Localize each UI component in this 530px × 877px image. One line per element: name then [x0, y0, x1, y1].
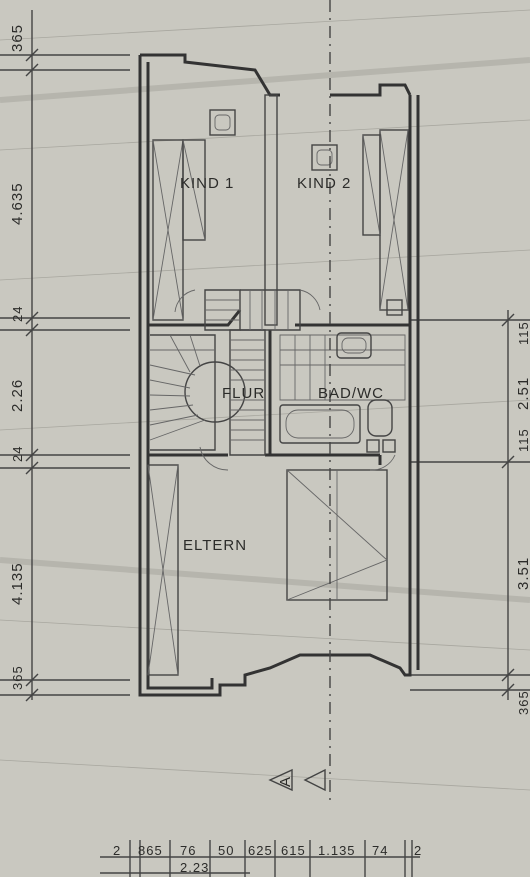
exterior-walls — [138, 53, 420, 697]
right-dimension-chain: 115 2.51 115 3.51 365 — [410, 310, 530, 715]
dim-right-4: 3.51 — [515, 557, 530, 590]
room-kind2: KIND 2 — [297, 175, 351, 192]
dim-left-1: 365 — [9, 24, 26, 52]
section-marker: A — [277, 776, 294, 787]
dim-bottom-4: 50 — [218, 843, 234, 858]
room-labels: KIND 1 KIND 2 FLUR BAD/WC ELTERN — [180, 175, 384, 554]
dim-left-7: 365 — [10, 665, 25, 690]
section-line: A — [268, 0, 331, 800]
bathroom-fixtures — [279, 332, 406, 444]
staircase — [149, 289, 301, 456]
room-kind1: KIND 1 — [180, 175, 234, 192]
left-dimension-chain: 365 4.635 24 2.26 24 4.135 365 — [0, 10, 130, 702]
dim-bottom-5: 625 — [248, 843, 273, 858]
dim-left-3: 24 — [10, 306, 25, 322]
dim-right-1: 115 — [516, 321, 530, 345]
room-eltern: ELTERN — [183, 537, 247, 554]
dim-bottom-2: 865 — [138, 843, 163, 858]
dim-right-2: 2.51 — [515, 377, 530, 410]
dim-left-5: 24 — [10, 446, 25, 462]
bottom-dimension-chain: 2 865 76 50 625 615 1.135 74 2 2.23 — [100, 840, 422, 877]
ducts — [209, 109, 403, 453]
room-bad: BAD/WC — [318, 385, 384, 402]
doors — [174, 289, 396, 471]
dim-left-4: 2.26 — [9, 379, 26, 412]
room-flur: FLUR — [222, 385, 265, 402]
dim-bottom-9: 2 — [414, 843, 422, 858]
dim-bottom-7: 1.135 — [318, 843, 356, 858]
dim-right-5: 365 — [516, 690, 530, 715]
dim-right-3: 115 — [516, 428, 530, 452]
dim-bottom-8: 74 — [372, 843, 388, 858]
interior-walls — [148, 94, 410, 465]
beds — [182, 134, 388, 601]
dim-bottom-3: 76 — [180, 843, 196, 858]
dim-left-2: 4.635 — [9, 182, 26, 225]
dim-bottom-6: 615 — [281, 843, 306, 858]
dim-left-6: 4.135 — [9, 562, 26, 605]
dim-bottom-1: 2 — [113, 843, 121, 858]
dim-bottom-10: 2.23 — [180, 860, 209, 875]
